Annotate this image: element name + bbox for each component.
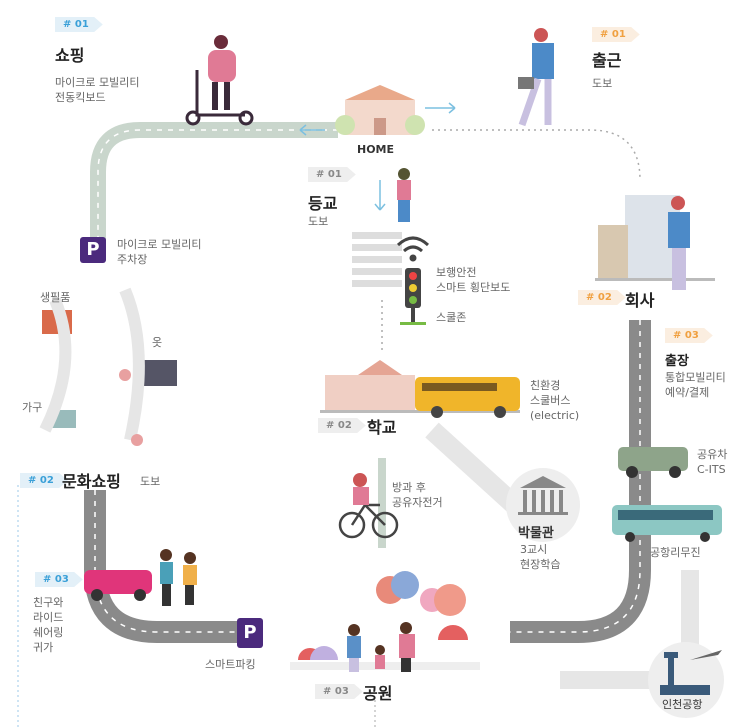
school-walk-desc: 도보 bbox=[308, 215, 329, 228]
trip-tag: # 03 bbox=[665, 328, 713, 343]
bike-desc-line: 방과 후 bbox=[392, 481, 426, 494]
shared-car-icon bbox=[618, 447, 688, 478]
park-title: 공원 bbox=[363, 684, 393, 703]
school-bus-line: 스쿨버스 bbox=[530, 394, 571, 407]
commute-desc: 도보 bbox=[592, 77, 613, 90]
shopping-desc-line: 마이크로 모빌리티 bbox=[55, 76, 140, 89]
airport-limousine-icon bbox=[612, 505, 722, 542]
school-walk-tag: # 01 bbox=[308, 167, 356, 182]
park-tag: # 03 bbox=[315, 684, 363, 699]
ride-line: 쉐어링 bbox=[33, 626, 64, 639]
scooter-rider-icon bbox=[185, 35, 254, 126]
crosswalk-icon bbox=[352, 232, 402, 287]
home-icon bbox=[335, 85, 425, 135]
micro-parking-line: 주차장 bbox=[117, 253, 148, 266]
school-zone-label: 스쿨존 bbox=[436, 311, 467, 324]
carshare-line: C-ITS bbox=[697, 463, 726, 476]
school-title: 학교 bbox=[367, 418, 397, 437]
culture-desc: 도보 bbox=[140, 475, 161, 488]
bicycle-icon bbox=[338, 503, 399, 539]
family-icon bbox=[347, 622, 415, 672]
airport-circle bbox=[648, 642, 724, 718]
airport-title: 인천공항 bbox=[662, 698, 703, 711]
pink-car-icon bbox=[84, 570, 152, 601]
micro-parking-line: 마이크로 모빌리티 bbox=[117, 238, 202, 251]
ride-line: 친구와 bbox=[33, 596, 64, 609]
ride-tag: # 03 bbox=[35, 572, 83, 587]
museum-road bbox=[425, 422, 527, 518]
home-label: HOME bbox=[357, 143, 395, 156]
smart-parking-icon: P bbox=[237, 618, 263, 648]
crosswalk-line: 스마트 횡단보도 bbox=[436, 281, 511, 294]
wifi-icon bbox=[396, 236, 430, 262]
commute-title: 출근 bbox=[592, 51, 622, 70]
commute-tag: # 01 bbox=[592, 27, 640, 42]
carshare-desc: 공유차 C-ITS bbox=[697, 447, 727, 477]
trip-desc-line: 예약/결제 bbox=[665, 386, 710, 399]
school-tag: # 02 bbox=[318, 418, 366, 433]
gray-road-left bbox=[84, 490, 245, 643]
crosswalk-line: 보행안전 bbox=[436, 266, 477, 279]
shops-icon bbox=[39, 287, 177, 446]
smart-parking-desc: 스마트파킹 bbox=[205, 658, 256, 671]
school-building-icon bbox=[320, 360, 520, 413]
commuter-icon bbox=[518, 28, 554, 127]
office-building-icon bbox=[595, 195, 715, 290]
arrow-left-icon bbox=[299, 124, 325, 136]
ride-line: 라이드 bbox=[33, 611, 64, 624]
shop-clothes-label: 옷 bbox=[152, 336, 163, 349]
cyclist-head-icon bbox=[353, 473, 367, 487]
shop-furniture-label: 가구 bbox=[22, 401, 43, 414]
traffic-light-icon bbox=[400, 268, 426, 325]
shopping-tag: # 01 bbox=[55, 17, 103, 32]
culture-title: 문화쇼핑 bbox=[62, 472, 121, 491]
company-tag: # 02 bbox=[578, 290, 626, 305]
gray-road-right bbox=[510, 320, 651, 643]
cyclist-body-icon bbox=[353, 487, 369, 505]
airport-icon bbox=[660, 650, 722, 695]
bike-desc-line: 공유자전거 bbox=[392, 496, 443, 509]
parking-icon: P bbox=[80, 237, 106, 263]
limousine-desc: 공항리무진 bbox=[650, 546, 701, 559]
school-bus-line: 친환경 bbox=[530, 379, 561, 392]
carshare-line: 공유차 bbox=[697, 448, 728, 461]
school-walk-title: 등교 bbox=[308, 194, 338, 213]
green-road bbox=[90, 122, 338, 240]
shopping-title: 쇼핑 bbox=[55, 46, 85, 65]
culture-tag: # 02 bbox=[20, 473, 68, 488]
trip-desc-line: 통합모빌리티 bbox=[665, 371, 726, 384]
museum-icon bbox=[518, 476, 568, 515]
commute-dotted-path bbox=[432, 129, 641, 181]
arrow-right-icon bbox=[425, 102, 456, 114]
shopping-desc-line: 전동킥보드 bbox=[55, 91, 106, 104]
school-bus-line: (electric) bbox=[530, 409, 580, 422]
museum-desc-line: 현장학습 bbox=[520, 558, 561, 571]
arrow-down-icon bbox=[374, 180, 386, 211]
friends-icon bbox=[160, 549, 197, 606]
student-icon bbox=[397, 168, 411, 222]
shop-daily-label: 생필품 bbox=[40, 291, 71, 304]
school-bus-icon bbox=[415, 377, 520, 418]
ride-line: 귀가 bbox=[33, 641, 54, 654]
museum-desc-line: 3교시 bbox=[520, 543, 548, 556]
museum-title: 박물관 bbox=[518, 526, 554, 541]
company-title: 회사 bbox=[625, 291, 655, 310]
trip-title: 출장 bbox=[665, 354, 689, 369]
